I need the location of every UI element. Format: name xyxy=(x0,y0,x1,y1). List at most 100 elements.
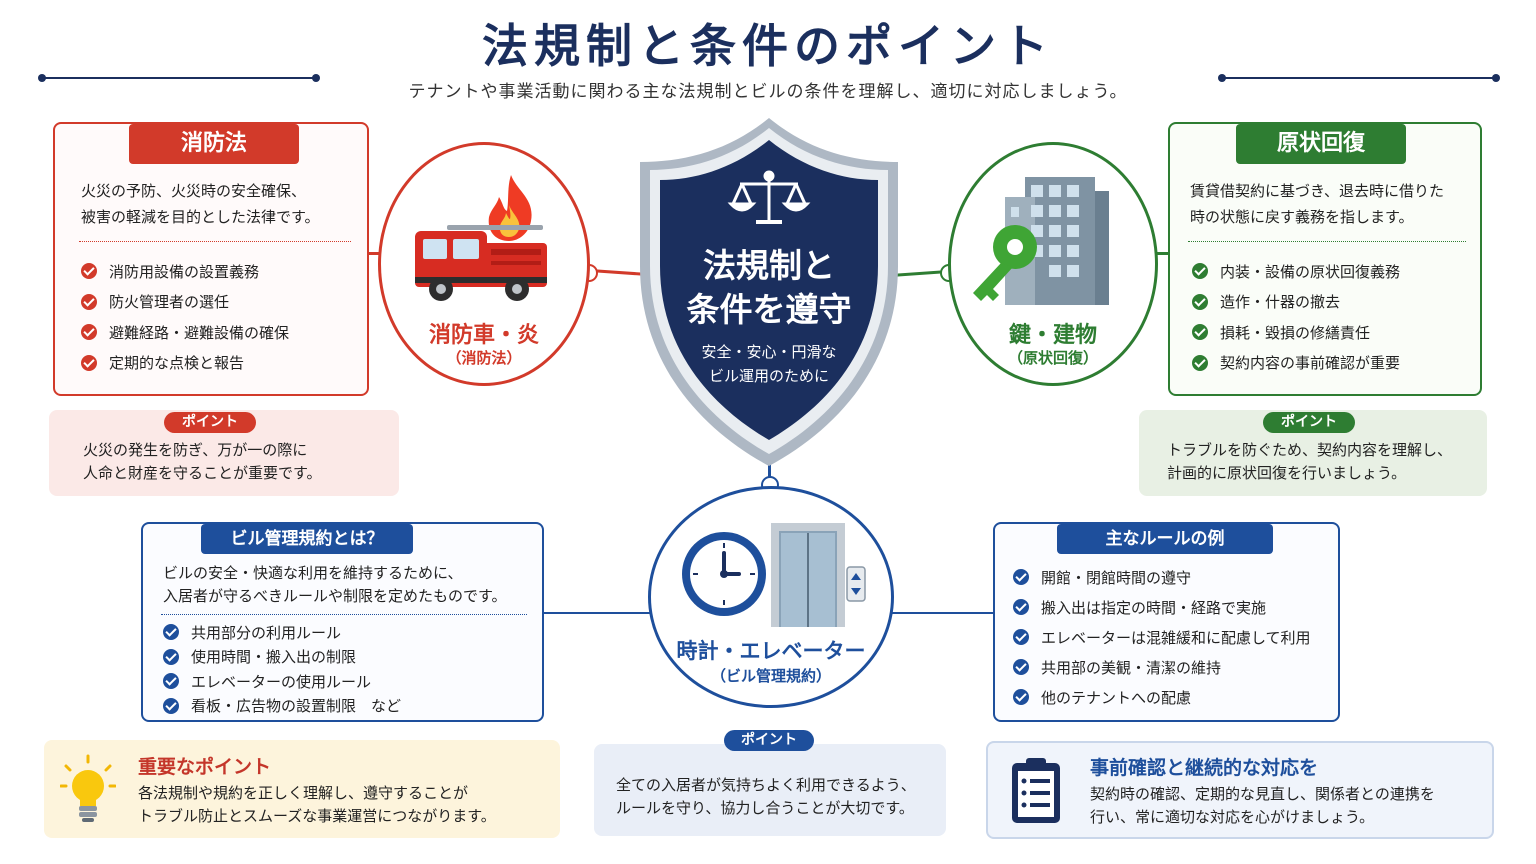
restoration-point-tag: ポイント xyxy=(1263,412,1355,433)
key-building-icon xyxy=(973,177,1109,305)
check-icon xyxy=(1192,324,1208,341)
rules-circle: 時計・エレベーター （ビル管理規約） xyxy=(648,486,894,708)
restoration-point-line1: トラブルを防ぐため、契約内容を理解し、 xyxy=(1167,441,1453,459)
connector-fire-card xyxy=(368,252,382,255)
restoration-item: 造作・什器の撤去 xyxy=(1192,287,1400,318)
rules-point-line2: ルールを守り、協力し合うことが大切です。 xyxy=(616,799,914,817)
connector-rules-right xyxy=(892,612,994,614)
restoration-desc-line2: 時の状態に戻す義務を指します。 xyxy=(1190,208,1414,226)
rules-circle-label: 時計・エレベーター xyxy=(676,639,866,663)
important-point-title: 重要なポイント xyxy=(138,756,272,778)
continuous-response-box: 事前確認と継続的な対応を 契約時の確認、定期的な見直し、関係者との連携を 行い、… xyxy=(986,741,1494,839)
important-point-box: 重要なポイント 各法規制や規約を正しく理解し、遵守することが トラブル防止とスム… xyxy=(44,740,560,838)
check-icon xyxy=(163,697,179,714)
building-rules-item: 看板・広告物の設置制限 など xyxy=(163,694,401,719)
check-icon xyxy=(81,324,97,341)
building-rules-separator xyxy=(161,614,527,615)
continuous-response-title: 事前確認と継続的な対応を xyxy=(1090,757,1319,779)
restoration-item: 内装・設備の原状回復義務 xyxy=(1192,256,1400,287)
restoration-circle-sublabel: （原状回復） xyxy=(1007,349,1098,367)
decor-dot-right-end xyxy=(1492,74,1500,82)
fire-law-desc-line2: 被害の軽減を目的とした法律です。 xyxy=(81,208,320,226)
rule-example-item: 開館・閉館時間の遵守 xyxy=(1013,562,1311,592)
fire-law-item: 定期的な点検と報告 xyxy=(81,348,289,379)
building-rules-item: 使用時間・搬入出の制限 xyxy=(163,645,401,670)
building-rules-desc-line2: 入居者が守るべきルールや制限を定めたものです。 xyxy=(163,587,507,605)
decor-dot-left-end xyxy=(312,74,320,82)
fire-circle: 消防車・炎 （消防法） xyxy=(378,142,590,386)
check-icon xyxy=(163,648,179,665)
rules-point-box: ポイント 全ての入居者が気持ちよく利用できるよう、 ルールを守り、協力し合うこと… xyxy=(594,730,946,836)
shield-sub-line2: ビル運用のために xyxy=(708,367,829,385)
restoration-separator xyxy=(1188,241,1466,242)
important-point-line2: トラブル防止とスムーズな事業運営につながります。 xyxy=(138,807,496,825)
check-icon xyxy=(163,673,179,690)
fire-law-separator xyxy=(79,241,351,242)
check-icon xyxy=(81,293,97,310)
check-icon xyxy=(1013,569,1029,585)
building-rules-desc-line1: ビルの安全・快適な利用を維持するために、 xyxy=(163,564,463,582)
fire-circle-label: 消防車・炎 xyxy=(428,323,539,348)
fire-law-item: 消防用設備の設置義務 xyxy=(81,256,289,287)
continuous-response-line1: 契約時の確認、定期的な見直し、関係者との連携を xyxy=(1090,785,1435,803)
page-title: 法規制と条件のポイント xyxy=(482,19,1054,73)
building-rules-item: エレベーターの使用ルール xyxy=(163,669,401,694)
check-icon xyxy=(163,624,179,641)
rules-point-tag: ポイント xyxy=(724,730,814,751)
building-rules-card: ビル管理規約とは？ ビルの安全・快適な利用を維持するために、 入居者が守るべきル… xyxy=(141,522,544,722)
restoration-point-line2: 計画的に原状回復を行いましょう。 xyxy=(1167,464,1407,482)
restoration-point-box: ポイント トラブルを防ぐため、契約内容を理解し、 計画的に原状回復を行いましょう… xyxy=(1139,410,1487,496)
connector-shield-center xyxy=(768,462,771,486)
fire-law-item: 避難経路・避難設備の確保 xyxy=(81,317,289,348)
fire-law-tag: 消防法 xyxy=(129,124,299,164)
rule-example-item: 搬入出は指定の時間・経路で実施 xyxy=(1013,592,1311,622)
clipboard-checklist-icon xyxy=(1012,758,1060,823)
restoration-item: 契約内容の事前確認が重要 xyxy=(1192,348,1400,379)
restoration-circle: 鍵・建物 （原状回復） xyxy=(948,142,1158,386)
continuous-response-line2: 行い、常に適切な対応を心がけましょう。 xyxy=(1090,808,1375,826)
rule-examples-tag: 主なルールの例 xyxy=(1057,524,1273,554)
rule-example-item: 他のテナントへの配慮 xyxy=(1013,682,1311,712)
shield-emblem xyxy=(640,118,898,466)
restoration-circle-label: 鍵・建物 xyxy=(1008,323,1097,348)
fire-law-item: 防火管理者の選任 xyxy=(81,287,289,318)
fire-law-point-box: ポイント 火災の発生を防ぎ、万が一の際に 人命と財産を守ることが重要です。 xyxy=(49,410,399,496)
fire-law-card: 消防法 火災の予防、火災時の安全確保、 被害の軽減を目的とした法律です。 消防用… xyxy=(53,122,369,396)
rules-circle-sublabel: （ビル管理規約） xyxy=(710,667,831,685)
rule-examples-card: 主なルールの例 開館・閉館時間の遵守 搬入出は指定の時間・経路で実施 エレベータ… xyxy=(993,522,1340,722)
rules-point-line1: 全ての入居者が気持ちよく利用できるよう、 xyxy=(616,776,916,794)
restoration-tag: 原状回復 xyxy=(1236,124,1406,164)
rule-example-item: エレベーターは混雑緩和に配慮して利用 xyxy=(1013,622,1311,652)
important-point-line1: 各法規制や規約を正しく理解し、遵守することが xyxy=(138,784,469,802)
page-subtitle: テナントや事業活動に関わる主な法規制とビルの条件を理解し、適切に対応しましょう。 xyxy=(408,82,1128,102)
check-icon xyxy=(1013,689,1029,705)
check-icon xyxy=(81,354,97,371)
connector-rules-left xyxy=(543,612,651,614)
restoration-desc-line1: 賃貸借契約に基づき、退去時に借りた xyxy=(1190,182,1444,200)
fire-circle-sublabel: （消防法） xyxy=(446,349,522,367)
check-icon xyxy=(1013,599,1029,615)
check-icon xyxy=(1013,629,1029,645)
scales-of-justice-icon xyxy=(727,170,811,224)
connector-restoration-card xyxy=(1152,252,1170,255)
check-icon xyxy=(81,263,97,280)
check-icon xyxy=(1192,293,1208,310)
building-rules-tag: ビル管理規約とは？ xyxy=(201,524,413,554)
check-icon xyxy=(1013,659,1029,675)
restoration-item: 損耗・毀損の修繕責任 xyxy=(1192,317,1400,348)
shield-sub-line1: 安全・安心・円滑な xyxy=(701,343,837,361)
restoration-card: 原状回復 賃貸借契約に基づき、退去時に借りた 時の状態に戻す義務を指します。 内… xyxy=(1168,122,1482,396)
fire-law-point-tag: ポイント xyxy=(164,412,256,433)
decor-line-right xyxy=(1222,77,1496,79)
shield-title-line2: 条件を遵守 xyxy=(686,290,852,329)
clock-icon xyxy=(682,532,766,616)
decor-line-left xyxy=(42,77,316,79)
check-icon xyxy=(1192,354,1208,371)
elevator-icon xyxy=(771,523,866,627)
fire-truck-flame-icon xyxy=(415,175,547,301)
shield-title-line1: 法規制と xyxy=(703,246,835,285)
lightbulb-icon xyxy=(60,754,116,822)
fire-law-point-line1: 火災の発生を防ぎ、万が一の際に xyxy=(83,441,308,459)
fire-law-desc-line1: 火災の予防、火災時の安全確保、 xyxy=(81,182,307,200)
fire-law-point-line2: 人命と財産を守ることが重要です。 xyxy=(83,464,322,482)
